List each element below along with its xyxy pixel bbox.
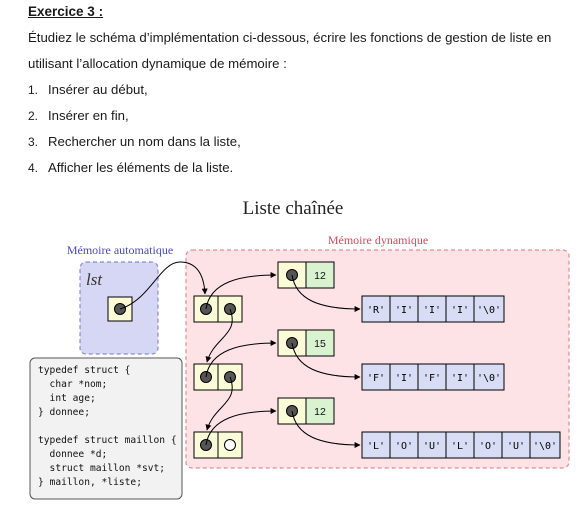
donnee-node-3: 12 [277,397,335,425]
char-cell [445,431,475,459]
automatic-memory-label: Mémoire automatique [67,243,173,257]
char-value: 'F' [423,373,441,384]
arrow-nom2 [291,342,361,380]
char-cell [389,295,419,323]
maillon-node-1 [193,295,243,323]
null-pointer [224,439,236,451]
char-cell [445,363,475,391]
code-box [29,357,183,500]
name-array-1: 'R' 'I' 'I' 'I' '\0' [361,295,505,323]
arrow-node2-svt [205,376,233,431]
char-value: 'I' [451,373,469,384]
code-line: struct maillon *svt; [38,463,165,474]
char-cell [501,431,531,459]
char-value: '\0' [477,373,501,384]
age-value: 12 [314,270,326,282]
intro-line-2: utilisant l’allocation dynamique de mémo… [28,56,287,71]
char-cell [417,295,447,323]
char-cell [473,431,503,459]
list-item: 1.Insérer au début, [28,82,148,97]
diagram-title: Liste chaînée [243,198,344,219]
arrow-nom1 [291,274,361,312]
list-item: 4.Afficher les éléments de la liste. [28,160,234,175]
donnee-node-1: 12 [277,261,335,289]
char-cell [361,363,391,391]
exercise-title: Exercice 3 : [28,4,104,19]
pointer-arrows [119,261,361,448]
char-value: 'I' [423,305,441,316]
lst-label: lst [86,270,103,289]
code-block: typedef struct { char *nom; int age; } d… [38,365,177,488]
age-value: 12 [314,406,326,418]
char-value: 'O' [395,441,413,452]
name-array-2: 'F' 'I' 'F' 'I' '\0' [361,363,505,391]
char-value: 'U' [507,441,525,452]
char-value: '\0' [477,305,501,316]
maillon-node-2 [193,363,243,391]
code-line: typedef struct { [38,365,130,376]
char-value: 'I' [395,373,413,384]
char-value: 'F' [367,373,385,384]
char-value: 'L' [451,441,469,452]
name-array-3: 'L' 'O' 'U' 'L' 'O' 'U' '\0' [361,431,561,459]
donnee-age-cell [305,329,335,357]
code-line: donnee *d; [38,449,107,460]
char-value: 'L' [367,441,385,452]
char-cell [361,431,391,459]
arrow-nom3 [291,410,361,448]
arrow-node2-d [205,340,277,378]
age-value: 15 [314,338,326,350]
char-cell [417,363,447,391]
maillon-node-3 [193,431,243,459]
donnee-node-2: 15 [277,329,335,357]
arrow-node1-svt [205,308,233,363]
char-value: 'O' [479,441,497,452]
char-value: 'R' [367,305,385,316]
char-cell [361,295,391,323]
code-line: typedef struct maillon { [38,435,177,446]
donnee-age-cell [305,397,335,425]
code-line: } donnee; [38,407,90,418]
char-cell [473,363,505,391]
char-value: '\0' [533,441,557,452]
dynamic-memory-label: Mémoire dynamique [328,233,428,247]
list-item: 2.Insérer en fin, [28,108,129,123]
donnee-age-cell [305,261,335,289]
arrow-lst-to-node1 [119,261,208,310]
char-value: 'I' [451,305,469,316]
char-cell [529,431,561,459]
code-line: } maillon, *liste; [38,477,142,488]
char-value: 'U' [423,441,441,452]
maillon-svt-cell [217,295,243,323]
char-value: 'I' [395,305,413,316]
code-line: int age; [38,393,96,404]
arrow-node3-d [205,408,277,446]
list-item: 3.Rechercher un nom dans la liste, [28,134,241,149]
char-cell [473,295,505,323]
arrow-node1-d [205,272,277,310]
intro-line-1: Étudiez le schéma d’implémentation ci-de… [28,30,552,45]
code-line: char *nom; [38,379,107,390]
